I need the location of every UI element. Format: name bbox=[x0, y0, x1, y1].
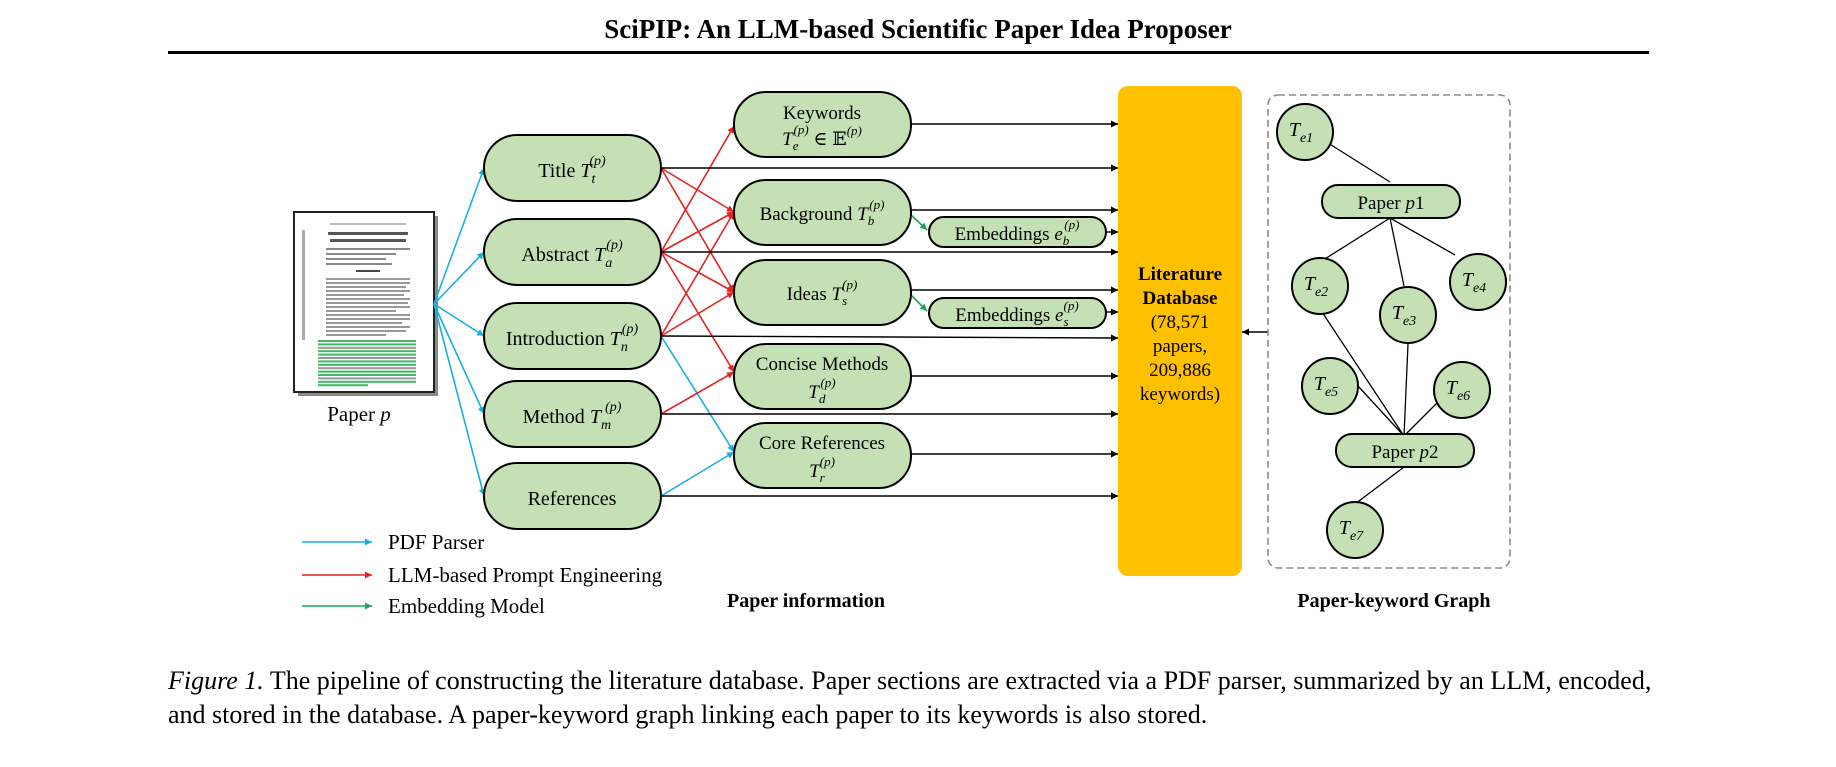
section-abstract-node: Abstract Ta(p) bbox=[483, 218, 662, 286]
svg-text:209,886: 209,886 bbox=[1149, 360, 1211, 381]
svg-text:Paper p1: Paper p1 bbox=[1357, 193, 1424, 214]
graph-paper-node-2 bbox=[1335, 433, 1475, 468]
svg-text:Te1: Te1 bbox=[1289, 119, 1313, 146]
svg-text:Te2: Te2 bbox=[1304, 273, 1328, 300]
svg-text:Te6: Te6 bbox=[1446, 377, 1470, 404]
graph-keyword-node-4: Te4 bbox=[1449, 253, 1507, 311]
summary-keywords-node: Keywords Te(p) ∈ 𝔼(p) bbox=[733, 91, 912, 158]
graph-paper-node-1 bbox=[1321, 184, 1461, 219]
section-references-node: References bbox=[483, 462, 662, 530]
svg-text:Paper p2: Paper p2 bbox=[1371, 442, 1438, 463]
svg-text:Te3: Te3 bbox=[1392, 302, 1416, 329]
svg-text:Core References: Core References bbox=[759, 433, 885, 454]
svg-text:References: References bbox=[528, 488, 617, 510]
figure-label: Figure 1. bbox=[168, 666, 264, 695]
svg-text:Concise Methods: Concise Methods bbox=[756, 354, 888, 375]
caption-text: The pipeline of constructing the literat… bbox=[168, 666, 1652, 729]
section-introduction-node: Introduction Tn(p) bbox=[483, 302, 662, 370]
pdf-parser-edges bbox=[433, 167, 735, 497]
paper-input-label: Paper p bbox=[327, 402, 391, 426]
embeddings-background-node: Embeddings eb(p) bbox=[928, 216, 1107, 248]
graph-keyword-node-2: Te2 bbox=[1291, 257, 1349, 315]
legend-llm-label: LLM-based Prompt Engineering bbox=[388, 563, 663, 587]
graph-keyword-node-3: Te3 bbox=[1379, 286, 1437, 344]
svg-text:Td(p): Td(p) bbox=[808, 375, 835, 406]
svg-text:Keywords: Keywords bbox=[783, 103, 861, 124]
graph-keyword-node-6: Te6 bbox=[1433, 361, 1491, 419]
svg-text:Embeddings eb(p): Embeddings eb(p) bbox=[955, 217, 1080, 248]
database-edges bbox=[660, 120, 1268, 500]
section-title-node: Title Tt(p) bbox=[483, 134, 662, 202]
paper-thumbnail bbox=[293, 211, 438, 396]
graph-keyword-node-1: Te1 bbox=[1276, 103, 1334, 161]
summary-ideas-node: Ideas Ts(p) bbox=[733, 259, 912, 326]
graph-section-label: Paper-keyword Graph bbox=[1297, 590, 1490, 612]
svg-text:Title Tt(p): Title Tt(p) bbox=[538, 154, 606, 187]
figure-caption: Figure 1. The pipeline of constructing t… bbox=[168, 664, 1658, 732]
pipeline-diagram: Paper p bbox=[293, 86, 1511, 618]
title-rule bbox=[168, 51, 1649, 54]
svg-text:Embeddings es(p): Embeddings es(p) bbox=[955, 298, 1078, 329]
svg-text:Tr(p): Tr(p) bbox=[809, 454, 835, 485]
page-title: SciPIP: An LLM-based Scientific Paper Id… bbox=[604, 14, 1232, 44]
svg-text:Te5: Te5 bbox=[1314, 373, 1338, 400]
svg-text:Te7: Te7 bbox=[1339, 517, 1364, 544]
summary-background-node: Background Tb(p) bbox=[733, 179, 912, 246]
graph-keyword-node-7: Te7 bbox=[1326, 501, 1384, 559]
svg-text:Abstract Ta(p): Abstract Ta(p) bbox=[521, 238, 623, 271]
graph-keyword-node-5: Te5 bbox=[1301, 357, 1359, 415]
svg-text:keywords): keywords) bbox=[1140, 384, 1220, 405]
literature-database: Literature Database (78,571 papers, 209,… bbox=[1118, 86, 1242, 576]
summary-concise-methods-node: Concise Methods Td(p) bbox=[733, 343, 912, 410]
svg-text:papers,: papers, bbox=[1153, 336, 1207, 357]
section-method-node: Method Tm(p) bbox=[483, 380, 662, 448]
llm-edges bbox=[660, 125, 735, 415]
embedding-edges bbox=[909, 213, 928, 312]
svg-text:Literature: Literature bbox=[1138, 264, 1222, 285]
embeddings-ideas-node: Embeddings es(p) bbox=[928, 297, 1107, 329]
legend-embedding-label: Embedding Model bbox=[388, 594, 545, 618]
legend: PDF Parser LLM-based Prompt Engineering … bbox=[302, 530, 663, 618]
legend-pdf-parser-label: PDF Parser bbox=[388, 530, 484, 554]
paper-information-label: Paper information bbox=[727, 590, 885, 612]
svg-text:Te4: Te4 bbox=[1462, 269, 1486, 296]
svg-text:Background Tb(p): Background Tb(p) bbox=[760, 197, 885, 228]
svg-text:Introduction Tn(p): Introduction Tn(p) bbox=[506, 322, 639, 355]
svg-text:Method Tm(p): Method Tm(p) bbox=[523, 400, 622, 433]
svg-text:Te(p) ∈ 𝔼(p): Te(p) ∈ 𝔼(p) bbox=[782, 122, 862, 153]
summary-core-references-node: Core References Tr(p) bbox=[733, 422, 912, 489]
svg-text:Database: Database bbox=[1143, 288, 1218, 309]
svg-text:(78,571: (78,571 bbox=[1151, 312, 1210, 333]
svg-text:Ideas Ts(p): Ideas Ts(p) bbox=[787, 277, 858, 308]
